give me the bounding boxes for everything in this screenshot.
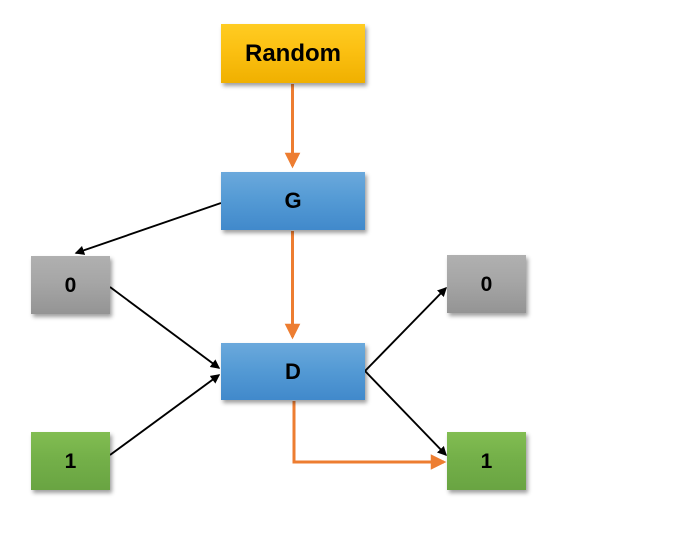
- node-random[interactable]: Random: [221, 24, 365, 83]
- node-zero-right[interactable]: 0: [447, 255, 526, 313]
- node-discriminator[interactable]: D: [221, 343, 365, 400]
- edge-discriminator-to-zero-right: [364, 286, 447, 372]
- node-discriminator-label: D: [285, 358, 301, 384]
- edge-generator-to-zero-left: [74, 202, 222, 255]
- node-one-right-label: 1: [480, 449, 493, 473]
- edge-one-left-to-discriminator: [109, 374, 221, 456]
- node-random-label: Random: [245, 39, 341, 67]
- edge-discriminator-to-one-right: [364, 370, 447, 457]
- node-generator[interactable]: G: [221, 172, 365, 230]
- node-generator-label: G: [284, 188, 302, 213]
- node-one-right[interactable]: 1: [447, 432, 526, 490]
- edge-discriminator-to-one-right-orange: [292, 401, 447, 470]
- node-zero-left-label: 0: [64, 273, 77, 297]
- node-one-left-label: 1: [64, 449, 77, 473]
- node-zero-right-label: 0: [480, 272, 493, 296]
- node-one-left[interactable]: 1: [31, 432, 110, 490]
- edge-zero-left-to-discriminator: [109, 286, 221, 369]
- node-zero-left[interactable]: 0: [31, 256, 110, 314]
